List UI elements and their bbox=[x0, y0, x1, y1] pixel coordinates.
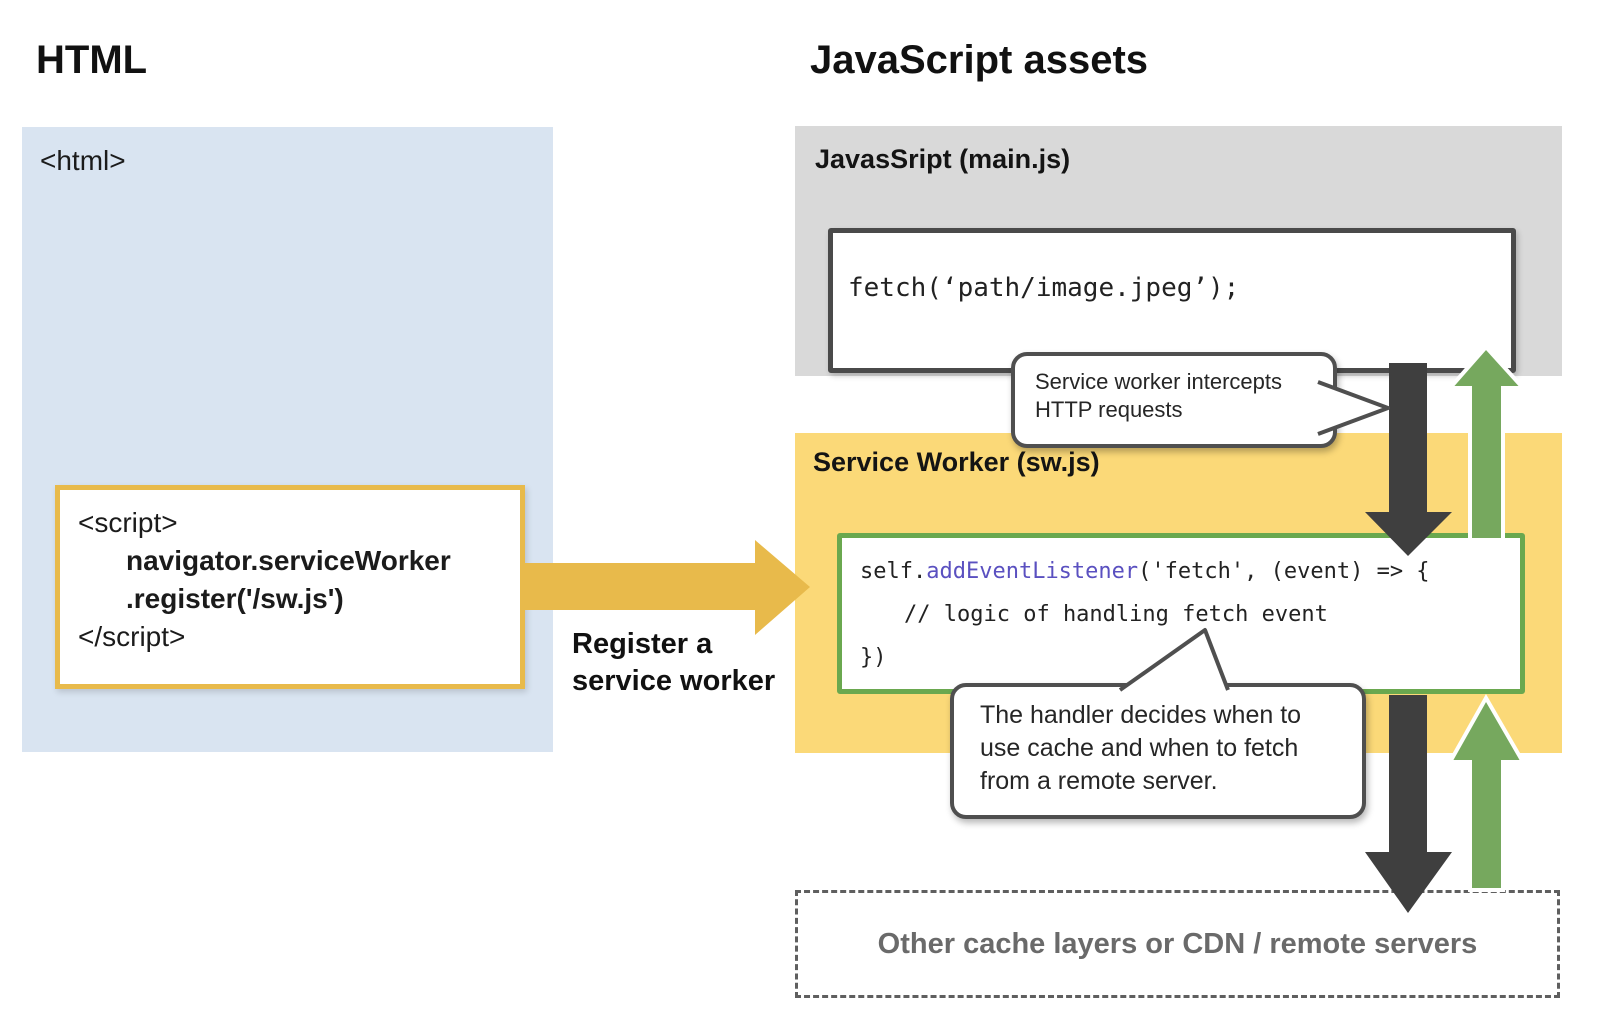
fetch-code-box: fetch(‘path/image.jpeg’); bbox=[828, 228, 1516, 373]
script-close-tag: </script> bbox=[78, 621, 186, 652]
sw-code-line-1: self.addEventListener('fetch', (event) =… bbox=[860, 559, 1430, 584]
right-heading: JavaScript assets bbox=[810, 38, 1149, 82]
register-arrow-label: Register a service worker bbox=[572, 628, 776, 697]
addEventListener-keyword: addEventListener bbox=[926, 559, 1139, 584]
handler-callout: The handler decides when to use cache an… bbox=[950, 683, 1366, 819]
request-down-arrow-bottom bbox=[1365, 695, 1452, 913]
main-js-panel-title: JavasSript (main.js) bbox=[815, 144, 1071, 174]
response-up-arrow-top bbox=[1445, 343, 1528, 542]
intercept-callout-tail bbox=[1317, 380, 1390, 436]
intercept-callout: Service worker intercepts HTTP requests bbox=[1011, 352, 1337, 448]
cache-layers-box: Other cache layers or CDN / remote serve… bbox=[795, 890, 1560, 998]
sw-code-line-3: }) bbox=[860, 645, 887, 670]
script-code-line: navigator.serviceWorker bbox=[126, 545, 451, 576]
html-open-tag: <html> bbox=[40, 145, 126, 176]
script-open-tag: <script> bbox=[78, 507, 178, 538]
fetch-code: fetch(‘path/image.jpeg’); bbox=[848, 273, 1240, 303]
service-worker-panel-title: Service Worker (sw.js) bbox=[813, 447, 1100, 477]
script-code-line: .register('/sw.js') bbox=[126, 583, 344, 614]
register-arrow bbox=[520, 540, 810, 635]
sw-code-line-2: // logic of handling fetch event bbox=[904, 602, 1328, 627]
response-up-arrow-bottom bbox=[1446, 693, 1527, 892]
left-heading: HTML bbox=[36, 38, 148, 82]
request-down-arrow-top bbox=[1365, 363, 1452, 556]
handler-callout-tail bbox=[1118, 628, 1230, 692]
register-script-box: <script> navigator.serviceWorker .regist… bbox=[55, 485, 525, 689]
cache-layers-label: Other cache layers or CDN / remote serve… bbox=[877, 927, 1478, 960]
